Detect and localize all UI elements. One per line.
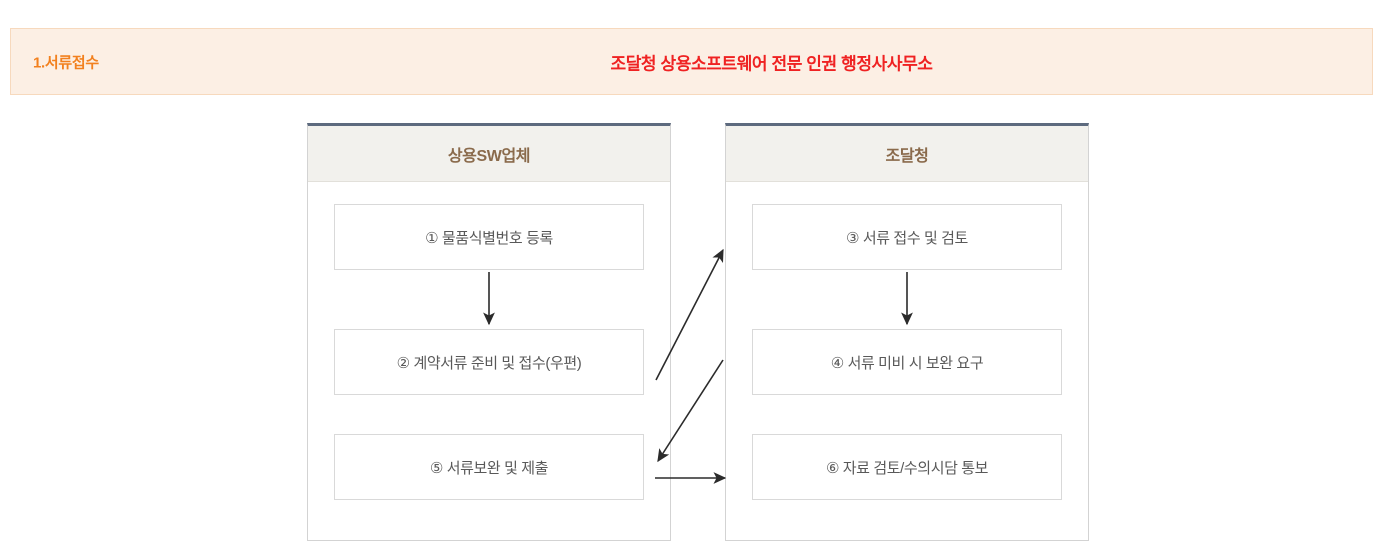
cross-column-arrows bbox=[655, 248, 727, 484]
column-vendor: 상용SW업체 ① 물품식별번호 등록 ② 계약서류 준비 및 접수(우편) ⑤ … bbox=[307, 123, 671, 541]
node-step-2[interactable]: ② 계약서류 준비 및 접수(우편) bbox=[334, 329, 644, 395]
node-step-1[interactable]: ① 물품식별번호 등록 bbox=[334, 204, 644, 270]
node-step-5[interactable]: ⑤ 서류보완 및 제출 bbox=[334, 434, 644, 500]
column-ppsa: 조달청 ③ 서류 접수 및 검토 ④ 서류 미비 시 보완 요구 ⑥ 자료 검토… bbox=[725, 123, 1089, 541]
column-header-label-vendor: 상용SW업체 bbox=[447, 147, 531, 165]
process-diagram: 상용SW업체 ① 물품식별번호 등록 ② 계약서류 준비 및 접수(우편) ⑤ … bbox=[0, 95, 1393, 553]
node-label-step-5: ⑤ 서류보완 및 제출 bbox=[429, 459, 549, 477]
node-label-step-3: ③ 서류 접수 및 검토 bbox=[846, 229, 968, 247]
node-step-3[interactable]: ③ 서류 접수 및 검토 bbox=[752, 204, 1062, 270]
node-step-6[interactable]: ⑥ 자료 검토/수의시담 통보 bbox=[752, 434, 1062, 500]
node-step-4[interactable]: ④ 서류 미비 시 보완 요구 bbox=[752, 329, 1062, 395]
node-label-step-2: ② 계약서류 준비 및 접수(우편) bbox=[396, 354, 582, 372]
column-header-label-ppsa: 조달청 bbox=[885, 147, 929, 165]
banner-step-label: 1.서류접수 bbox=[33, 54, 99, 71]
node-label-step-1: ① 물품식별번호 등록 bbox=[425, 229, 553, 247]
banner-title: 조달청 상용소프트웨어 전문 인권 행정사사무소 bbox=[610, 54, 933, 73]
node-label-step-6: ⑥ 자료 검토/수의시담 통보 bbox=[825, 459, 989, 477]
column-header-vendor: 상용SW업체 bbox=[308, 126, 670, 182]
column-body-ppsa: ③ 서류 접수 및 검토 ④ 서류 미비 시 보완 요구 ⑥ 자료 검토/수의시… bbox=[726, 182, 1088, 541]
column-body-vendor: ① 물품식별번호 등록 ② 계약서류 준비 및 접수(우편) ⑤ 서류보완 및 … bbox=[308, 182, 670, 541]
column-header-ppsa: 조달청 bbox=[726, 126, 1088, 182]
node-label-step-4: ④ 서류 미비 시 보완 요구 bbox=[830, 354, 984, 372]
header-banner: 1.서류접수 조달청 상용소프트웨어 전문 인권 행정사사무소 bbox=[10, 28, 1373, 95]
